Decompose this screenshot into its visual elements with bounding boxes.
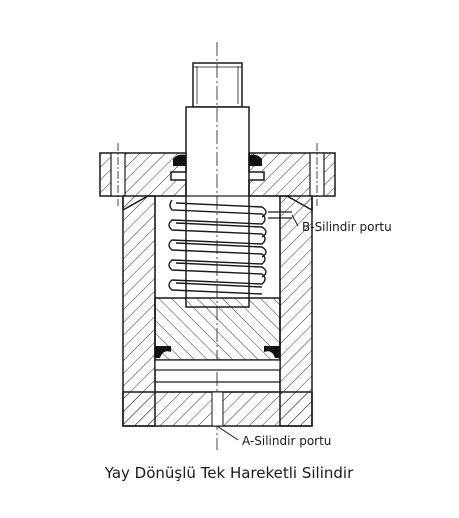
piston-head	[154, 297, 281, 361]
port-a-label: A-Silindir portu	[242, 434, 331, 448]
port-a-channel	[211, 391, 224, 427]
rod-threaded-end	[192, 62, 243, 108]
piston-seal-right	[264, 346, 280, 358]
rod-shaft	[185, 106, 250, 308]
return-spring	[168, 199, 267, 295]
spring-coil	[168, 199, 266, 295]
piston	[154, 297, 281, 383]
port-a-leader	[216, 425, 239, 441]
rod-seal-left	[173, 154, 186, 166]
piston-seal-left	[155, 346, 171, 358]
port-b-label: B-Silindir portu	[302, 220, 392, 234]
diagram-caption: Yay Dönüşlü Tek Hareketli Silindir	[104, 464, 354, 482]
cylinder-body	[122, 195, 313, 427]
port-b-leader	[291, 214, 299, 227]
rod-seal-right	[249, 154, 262, 166]
piston-bottom-plate	[154, 359, 281, 371]
